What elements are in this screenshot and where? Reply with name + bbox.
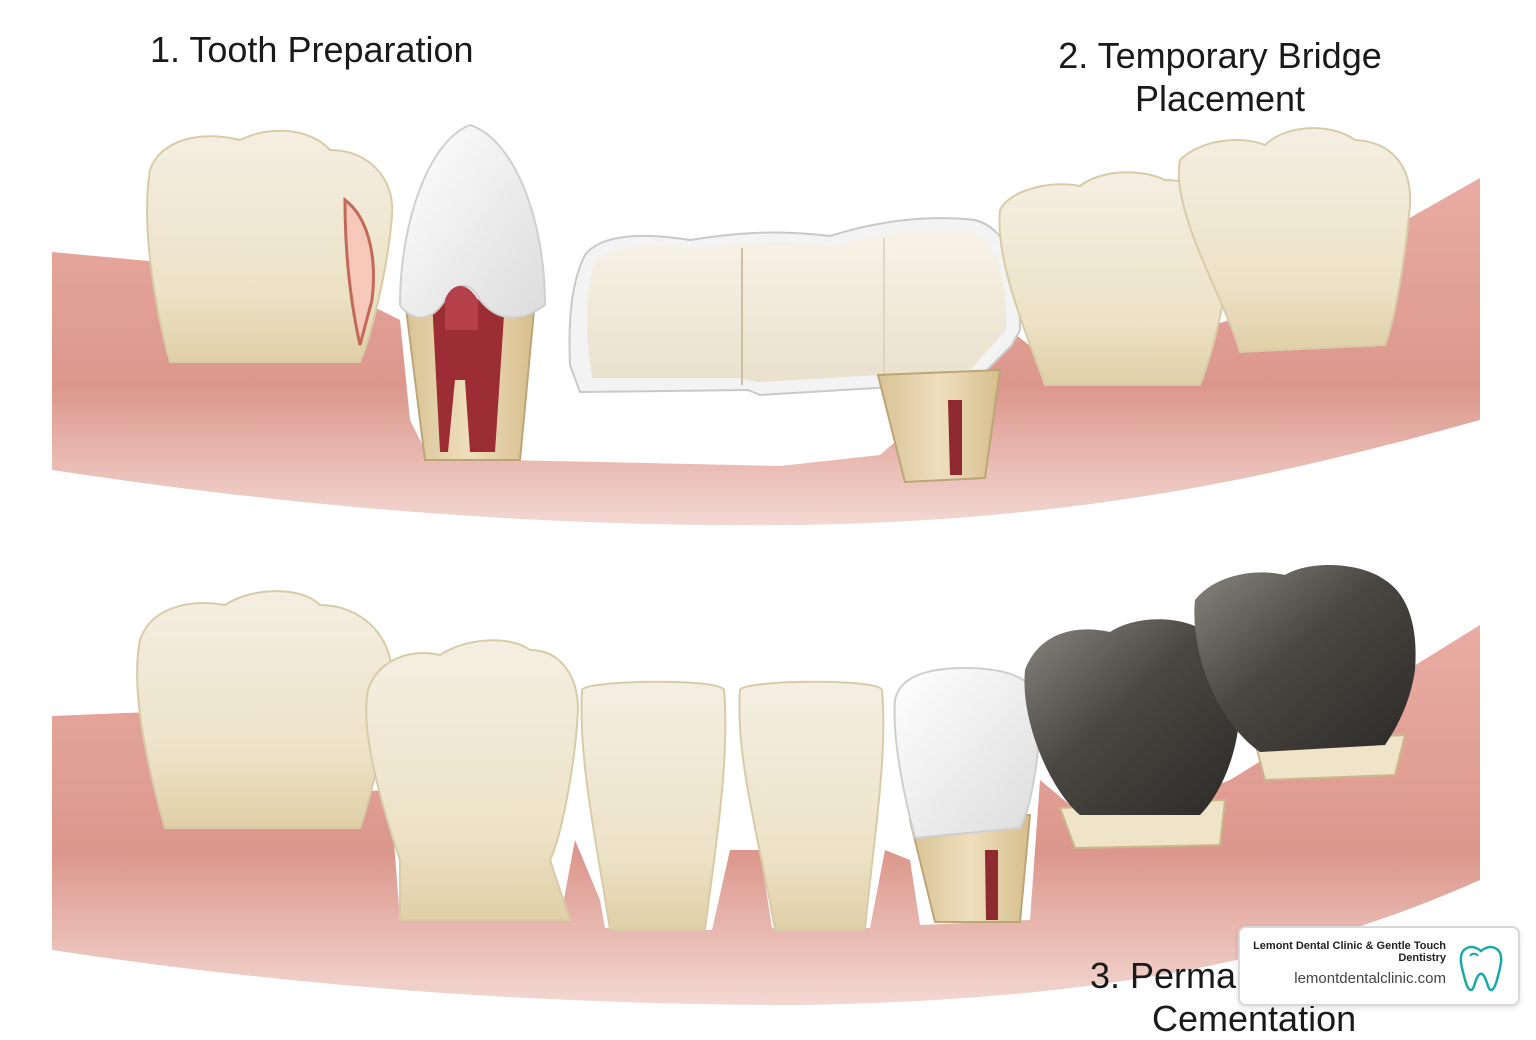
- step-2-title: 2. Temporary Bridge Placement: [1050, 34, 1390, 120]
- clinic-website-link[interactable]: lemontdentalclinic.com: [1294, 970, 1446, 987]
- prepared-tooth-crown: [398, 123, 547, 461]
- step-3-title-line-1: 3. Perma: [1090, 955, 1237, 996]
- step-1-title: 1. Tooth Preparation: [150, 29, 474, 70]
- bottom-porcelain-crown: [893, 666, 1042, 923]
- step-2-title-line-1: 2. Temporary Bridge: [1058, 35, 1382, 76]
- bridge-abutment-root: [876, 368, 1002, 484]
- bottom-jaw-panel: [52, 564, 1480, 1005]
- clinic-badge[interactable]: Lemont Dental Clinic & Gentle Touch Dent…: [1238, 926, 1520, 1006]
- bottom-left-molars: [136, 590, 580, 921]
- top-gum: [52, 178, 1480, 526]
- temporary-bridge: [568, 217, 1022, 397]
- bottom-gum: [52, 625, 1480, 1005]
- left-molar: [146, 129, 394, 363]
- bottom-metal-crowns: [1024, 564, 1416, 850]
- step-2-title-line-2: Placement: [1134, 78, 1306, 120]
- tooth-logo-icon: [1459, 945, 1503, 992]
- bottom-incisors: [580, 680, 885, 931]
- right-molars-top: [998, 127, 1412, 386]
- clinic-name: Lemont Dental Clinic & Gentle Touch Dent…: [1253, 940, 1446, 965]
- top-jaw-panel: [52, 123, 1480, 526]
